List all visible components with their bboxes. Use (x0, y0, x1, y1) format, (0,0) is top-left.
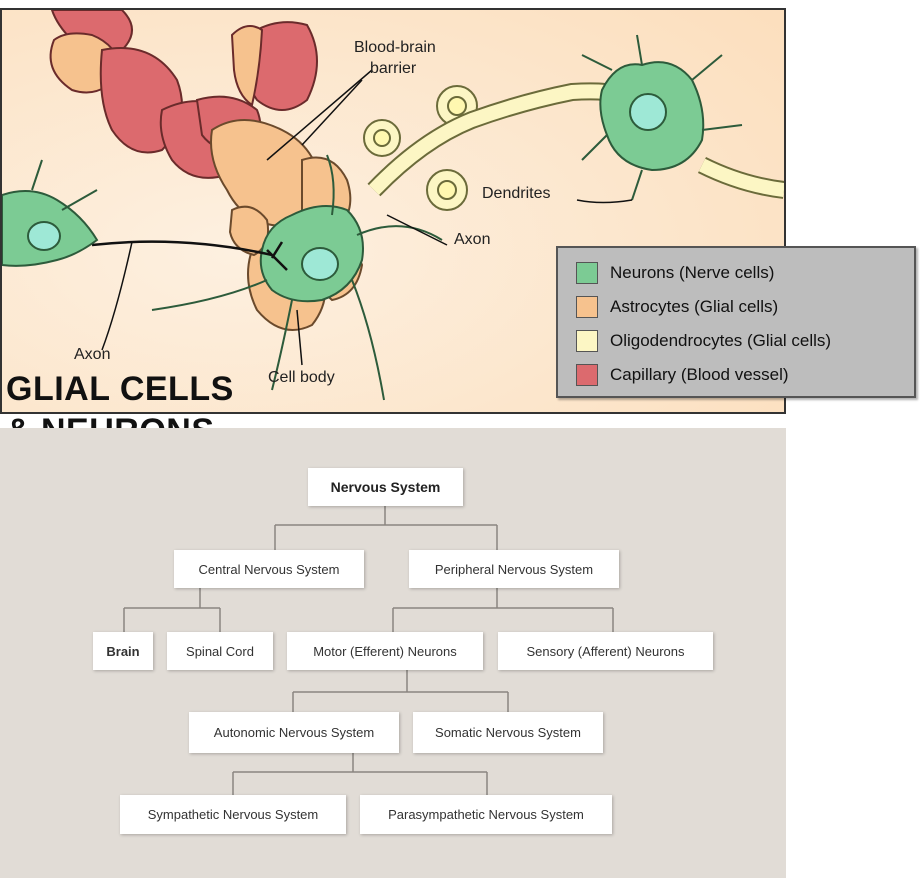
axon-left (91, 240, 288, 271)
tree-connector-lines (123, 506, 614, 795)
label-dendrites: Dendrites (482, 185, 550, 202)
node-motor-neurons: Motor (Efferent) Neurons (287, 632, 483, 670)
node-parasympathetic-nervous-system: Parasympathetic Nervous System (360, 795, 612, 834)
oligodendrocytes (363, 82, 784, 211)
legend-item-capillary: Capillary (Blood vessel) (576, 358, 914, 392)
neuron-right (581, 34, 743, 201)
legend-item-astrocytes: Astrocytes (Glial cells) (576, 290, 914, 324)
connector-root (274, 506, 498, 550)
node-brain: Brain (93, 632, 153, 670)
label-blood-brain-barrier-1: Blood-brain (354, 39, 436, 56)
label-axon-left: Axon (74, 346, 110, 363)
node-peripheral-nervous-system: Peripheral Nervous System (409, 550, 619, 588)
node-sympathetic-nervous-system: Sympathetic Nervous System (120, 795, 346, 834)
neuron-left (2, 159, 99, 267)
label-axon-right: Axon (454, 231, 490, 248)
leader-lines (101, 69, 633, 366)
connector-motor (292, 670, 509, 712)
legend-swatch-astrocytes (576, 296, 598, 318)
legend-label-neurons: Neurons (Nerve cells) (610, 263, 775, 282)
connector-autonomic (232, 753, 488, 795)
legend-label-capillary: Capillary (Blood vessel) (610, 365, 789, 384)
node-nervous-system: Nervous System (308, 468, 463, 506)
legend-swatch-capillary (576, 364, 598, 386)
title-line-1: GLIAL CELLS (6, 370, 234, 408)
label-cell-body: Cell body (268, 369, 335, 386)
legend-label-oligodendrocytes: Oligodendrocytes (Glial cells) (610, 331, 832, 350)
legend-label-astrocytes: Astrocytes (Glial cells) (610, 297, 779, 316)
legend: Neurons (Nerve cells) Astrocytes (Glial … (556, 246, 916, 398)
neuron-center (151, 154, 443, 401)
legend-item-oligodendrocytes: Oligodendrocytes (Glial cells) (576, 324, 914, 358)
legend-swatch-neurons (576, 262, 598, 284)
legend-swatch-oligodendrocytes (576, 330, 598, 352)
label-blood-brain-barrier-2: barrier (370, 60, 417, 77)
legend-item-neurons: Neurons (Nerve cells) (576, 256, 914, 290)
node-spinal-cord: Spinal Cord (167, 632, 273, 670)
node-autonomic-nervous-system: Autonomic Nervous System (189, 712, 399, 753)
node-central-nervous-system: Central Nervous System (174, 550, 364, 588)
nervous-system-tree-panel: Nervous System Central Nervous System Pe… (0, 428, 786, 878)
connector-cns (123, 588, 221, 632)
connector-pns (392, 588, 614, 632)
node-somatic-nervous-system: Somatic Nervous System (413, 712, 603, 753)
node-sensory-neurons: Sensory (Afferent) Neurons (498, 632, 713, 670)
